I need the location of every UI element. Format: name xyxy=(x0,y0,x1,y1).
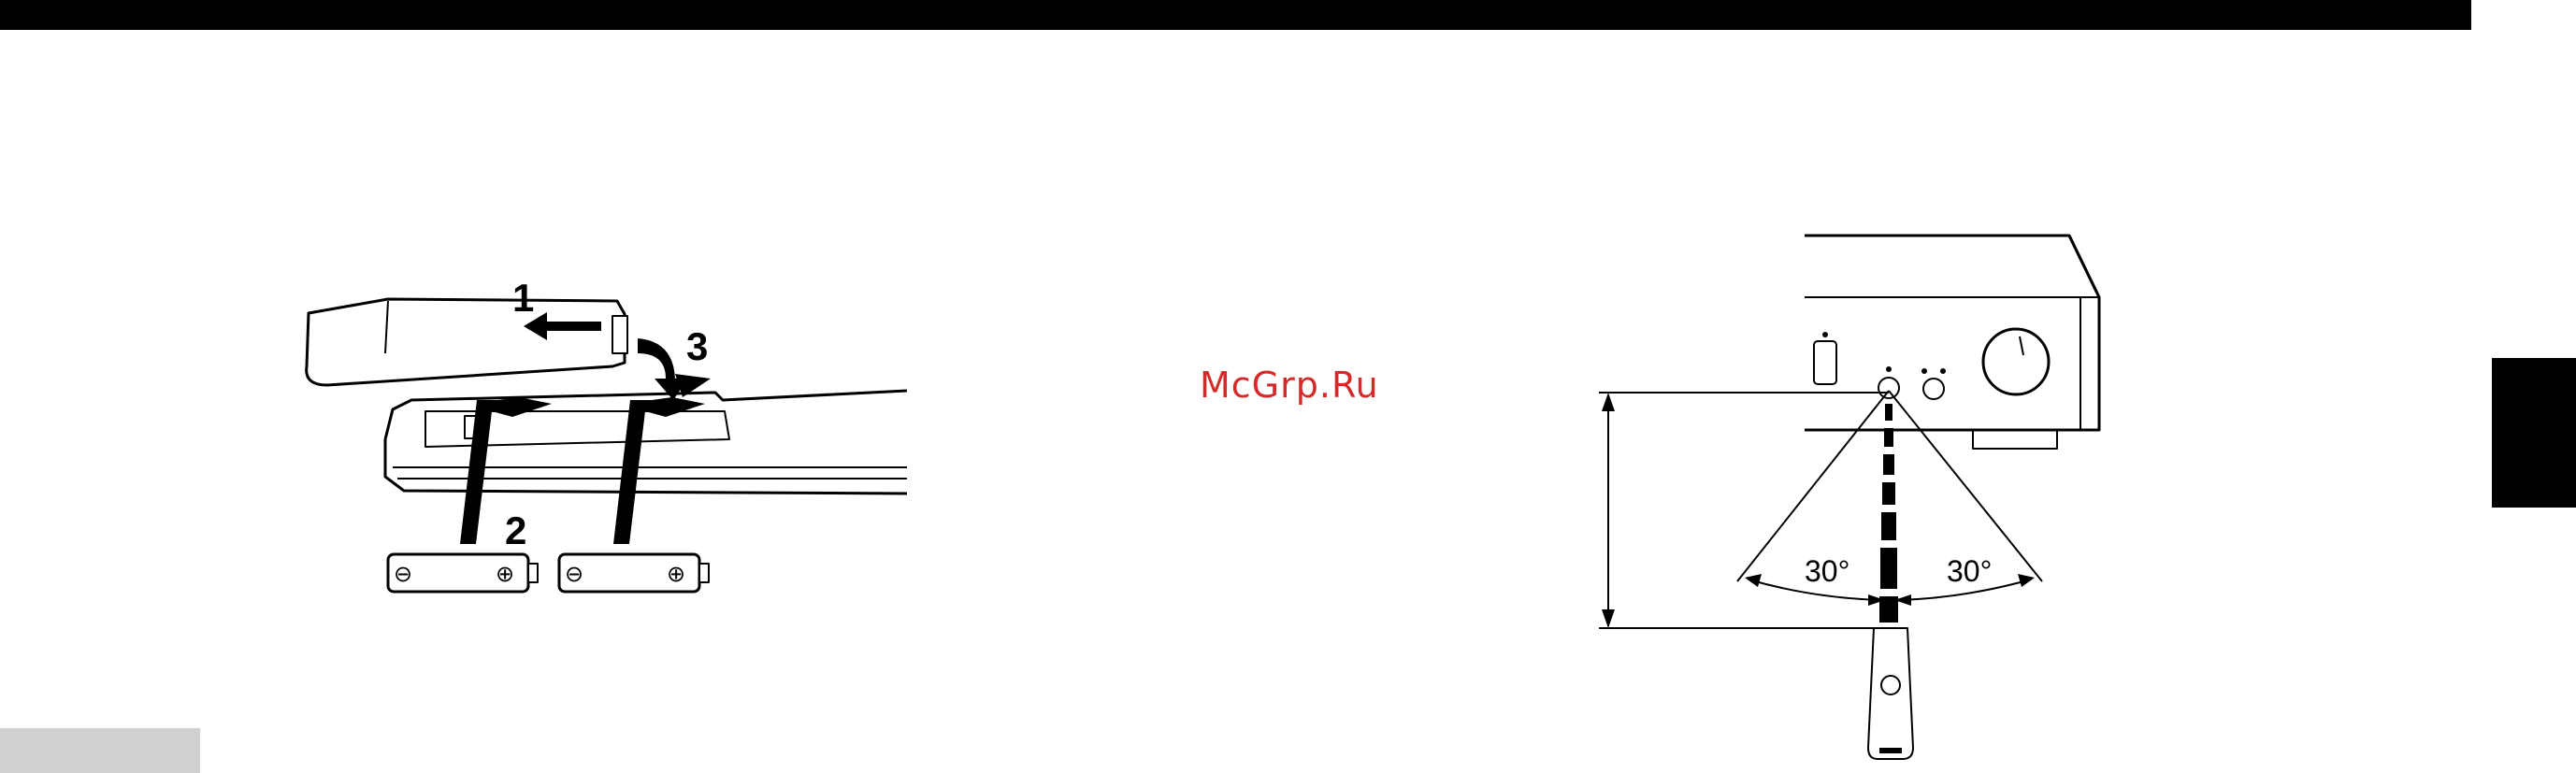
right-angle-label: 30° xyxy=(1947,554,1992,588)
left-angle-label: 30° xyxy=(1805,554,1849,588)
